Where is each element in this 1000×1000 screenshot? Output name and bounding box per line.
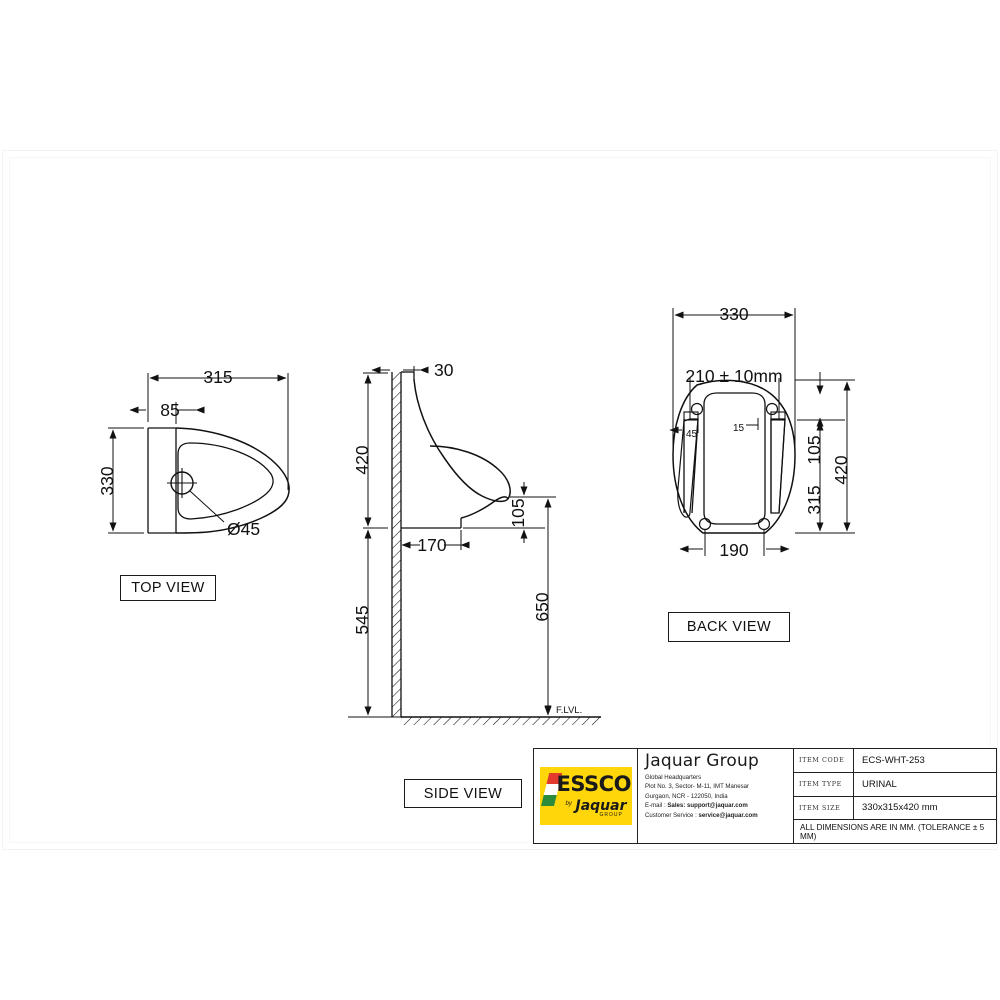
company-email-label: E-mail : [645,802,668,810]
top-dim-85: 85 [160,400,179,420]
drawing-frame-inner [9,157,991,843]
view-label-back-text: BACK VIEW [686,619,772,635]
title-block: ESSCO by Jaquar GROUP Jaquar Group Globa… [533,748,997,844]
spec-value-item-code: ECS-WHT-253 [862,754,925,766]
logo-brand-text: ESSCO [556,772,632,796]
dimensions-note: ALL DIMENSIONS ARE IN MM. (TOLERANCE ± 5… [800,822,985,841]
back-dim-315: 315 [804,485,824,514]
spec-row-item-code: ITEM CODE ECS-WHT-253 [794,749,996,773]
side-floor-level-label: F.LVL. [556,705,582,716]
spec-value-item-size: 330x315x420 mm [862,802,938,814]
top-dim-315: 315 [203,367,232,387]
spec-row-note: ALL DIMENSIONS ARE IN MM. (TOLERANCE ± 5… [794,820,996,843]
side-dim-545: 545 [352,605,372,634]
company-service-value: service@jaquar.com [698,811,758,819]
top-dim-drain-dia: Ø45 [227,519,260,539]
side-view-labels: 30 420 170 105 545 650 F.LVL. [352,360,582,716]
company-name: Jaquar Group [645,751,759,771]
essco-logo: ESSCO by Jaquar GROUP [539,767,632,825]
company-service-line: Customer Service : service@jaquar.com [645,811,788,820]
back-view-labels: 330 210 ± 10mm 105 45 15 315 420 190 [685,304,851,560]
company-email-line: E-mail : Sales: support@jaquar.com [645,801,788,810]
title-block-logo-cell: ESSCO by Jaquar GROUP [534,749,638,843]
title-block-spec-table: ITEM CODE ECS-WHT-253 ITEM TYPE URINAL I… [794,749,996,843]
top-view-dimensions [108,373,289,534]
logo-parent-text: Jaquar [575,798,627,814]
back-dim-105: 105 [804,435,824,464]
back-dim-420: 420 [831,455,851,484]
spec-key-item-code: ITEM CODE [794,749,854,772]
top-view-geometry [147,427,290,534]
spec-value-item-type: URINAL [862,778,897,790]
side-dim-420: 420 [352,445,372,474]
back-view-geometry [672,379,796,534]
company-address-line-2: Plot No. 3, Sector- M-11, IMT Manesar [645,783,750,791]
back-dim-45: 45 [686,429,698,440]
back-dim-15: 15 [733,423,745,434]
back-dim-190: 190 [719,540,748,560]
company-address-line-3: Gurgaon, NCR - 122050, India [645,792,728,800]
company-address-line-1: Global Headquarters [645,773,702,781]
company-service-label: Customer Service : [645,811,699,819]
company-email-value: Sales: support@jaquar.com [667,802,748,810]
back-view-dimensions [669,308,855,556]
spec-row-item-type: ITEM TYPE URINAL [794,772,996,797]
side-view-geometry [348,371,601,725]
view-label-side-text: SIDE VIEW [423,785,503,802]
view-label-top: TOP VIEW [120,575,216,601]
view-label-top-text: TOP VIEW [131,580,205,596]
back-dim-fixing-centres: 210 ± 10mm [685,366,782,386]
side-dim-30: 30 [434,360,454,380]
spec-row-item-size: ITEM SIZE 330x315x420 mm [794,796,996,821]
side-dim-170: 170 [417,535,446,555]
side-view-dimensions [363,366,556,718]
side-dim-105: 105 [508,498,528,527]
view-label-side: SIDE VIEW [404,779,522,808]
side-dim-650: 650 [532,592,552,621]
view-label-back: BACK VIEW [668,612,790,642]
top-view-labels: 315 85 330 Ø45 [97,367,260,539]
logo-parent-sub-text: GROUP [599,812,623,818]
title-block-company-cell: Jaquar Group Global Headquarters Plot No… [638,749,794,843]
logo-by-text: by [565,801,572,807]
spec-key-item-type: ITEM TYPE [794,772,854,796]
back-dim-330: 330 [719,304,748,324]
top-dim-330: 330 [97,466,117,495]
drawing-frame-outer [2,150,998,850]
spec-key-item-size: ITEM SIZE [794,796,854,820]
